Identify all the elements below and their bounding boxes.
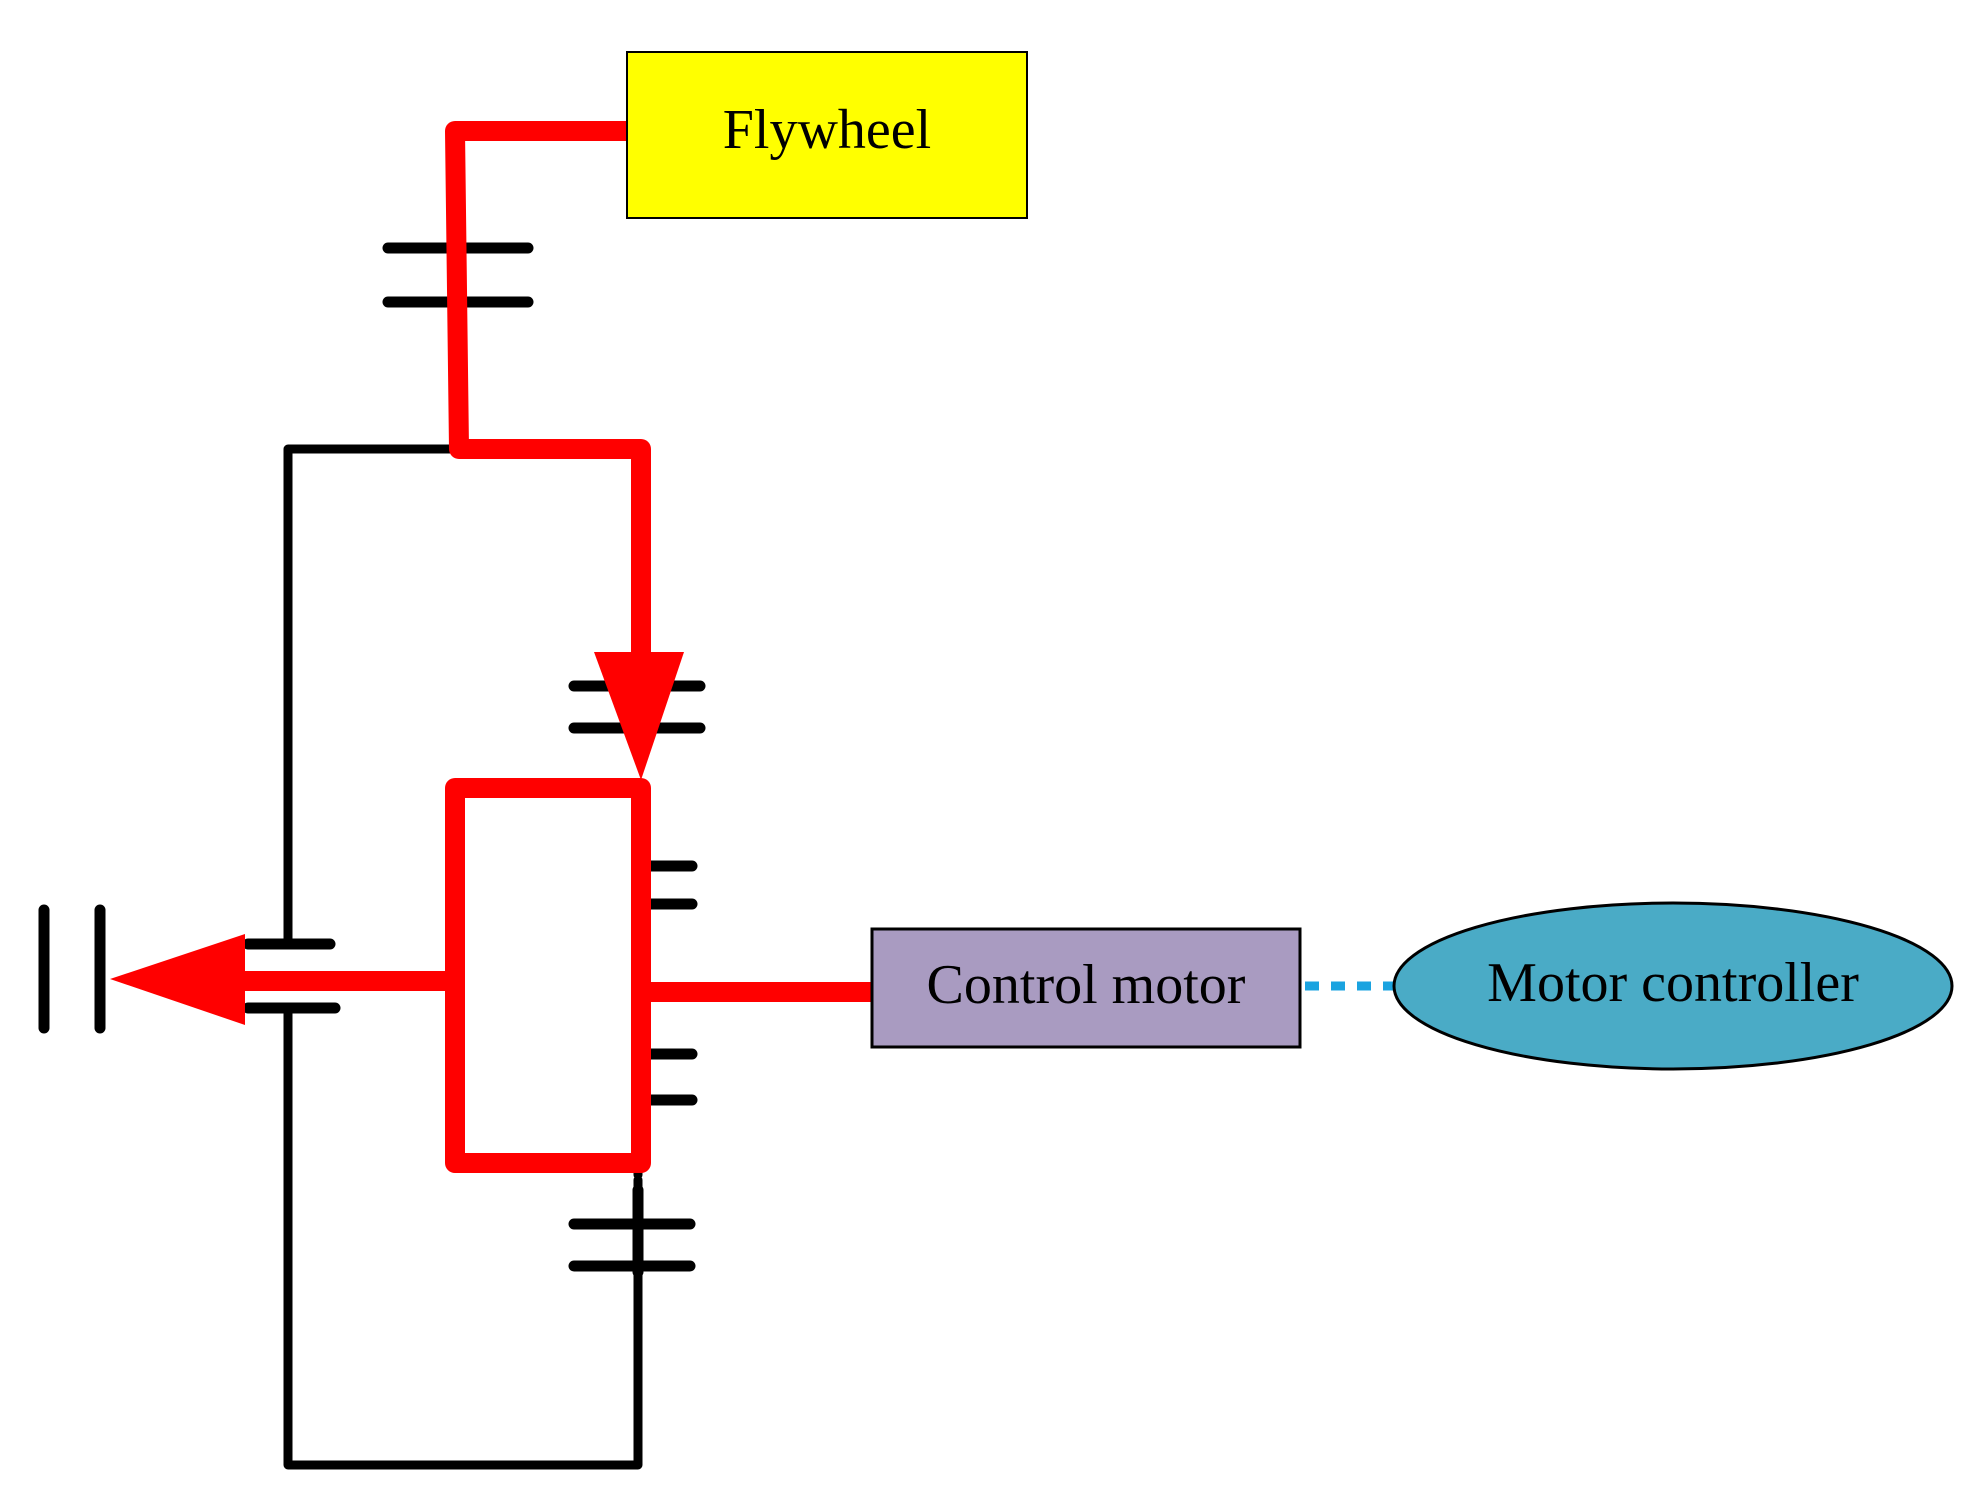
control-motor-block: Control motor bbox=[870, 927, 1302, 1049]
frame-bottom-loop bbox=[283, 1005, 643, 1470]
motor-controller-block: Motor controller bbox=[1392, 901, 1954, 1071]
planetary-carrier-box bbox=[445, 778, 651, 1173]
flywheel-label: Flywheel bbox=[723, 99, 931, 161]
arrow-left-icon bbox=[110, 934, 245, 1025]
flywheel-box bbox=[626, 51, 1028, 219]
motor-controller-label: Motor controller bbox=[1487, 952, 1859, 1014]
frame-top-left bbox=[283, 444, 463, 945]
control-motor-box bbox=[870, 927, 1302, 1049]
flywheel-power-path bbox=[445, 121, 651, 680]
arrow-down-icon bbox=[594, 652, 684, 780]
motor-controller-ellipse bbox=[1392, 901, 1954, 1071]
flywheel-block: Flywheel bbox=[626, 51, 1028, 219]
control-motor-label: Control motor bbox=[927, 954, 1246, 1016]
power-flow bbox=[220, 121, 890, 1173]
ground-symbol-icon bbox=[38, 904, 106, 1034]
